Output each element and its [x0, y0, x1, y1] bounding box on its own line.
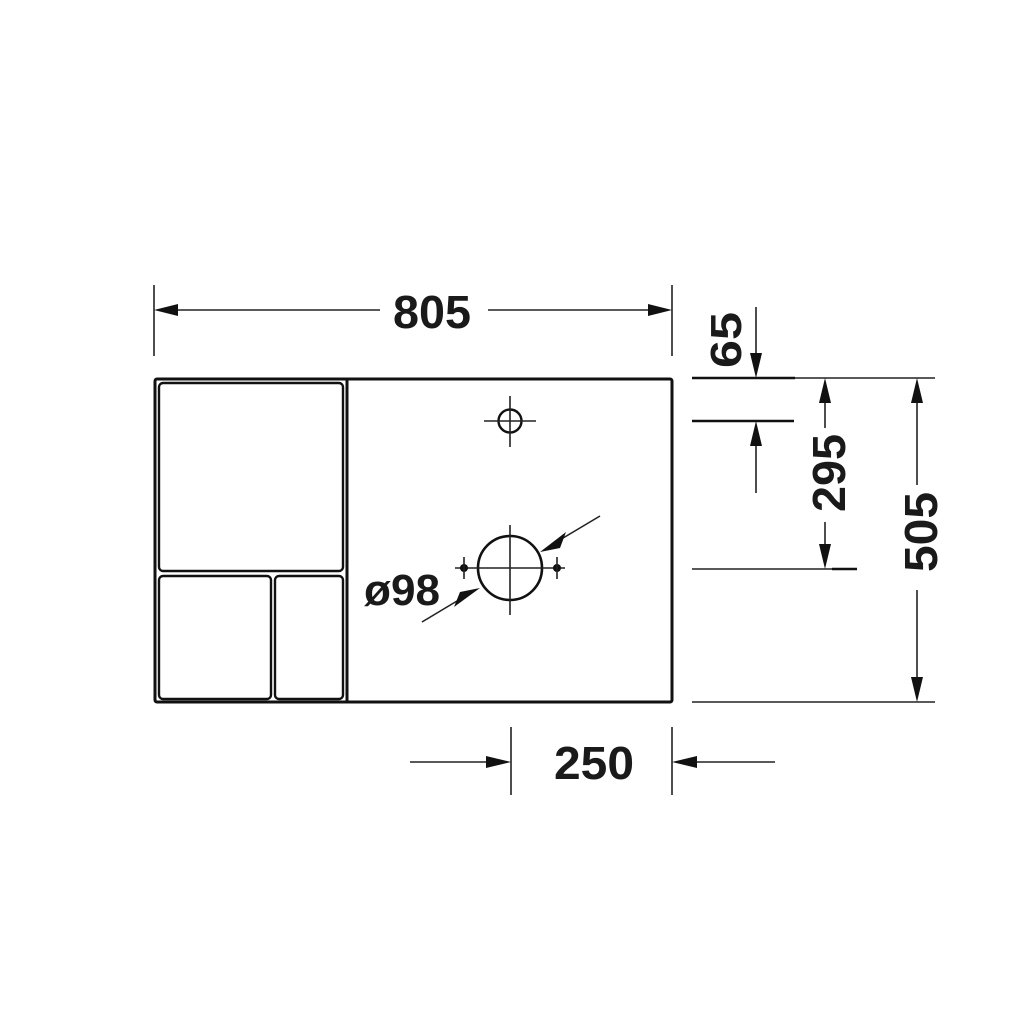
tap-offset-dimension: 65	[702, 307, 762, 493]
basin-outline	[153, 377, 674, 704]
arrow-up-icon	[819, 378, 831, 403]
storage-compartments	[157, 381, 345, 701]
arrow-up-icon	[911, 378, 923, 403]
arrow-right-icon	[486, 756, 511, 768]
arrow-up-icon	[750, 421, 762, 446]
arrow-down-icon	[819, 544, 831, 569]
drain-offset-label: 295	[803, 434, 855, 512]
drain-hole: ø98	[364, 515, 601, 623]
arrow-left-icon	[154, 304, 178, 316]
arrow-down-icon	[911, 677, 923, 702]
arrow-left-icon	[672, 756, 697, 768]
width-dimension: 805	[153, 285, 673, 356]
diameter-arrow-lower-icon	[454, 588, 480, 607]
compartment-small-left	[157, 574, 273, 701]
depth-label: 505	[895, 492, 947, 572]
tap-offset-label: 65	[702, 312, 751, 368]
drain-position-dimension: 250	[410, 727, 775, 795]
diameter-arrow-upper-icon	[540, 532, 566, 552]
extension-lines	[692, 376, 935, 703]
arrow-down-icon	[750, 353, 762, 378]
drain-offset-dimension: 295	[803, 378, 855, 569]
depth-dimension: 505	[895, 378, 947, 702]
drain-edge-label: 250	[554, 737, 634, 789]
width-label: 805	[393, 286, 471, 338]
drain-diameter-label: ø98	[364, 566, 440, 615]
tap-hole	[484, 396, 536, 447]
compartment-large	[157, 381, 345, 573]
arrow-right-icon	[648, 304, 672, 316]
compartment-small-right	[273, 574, 345, 701]
